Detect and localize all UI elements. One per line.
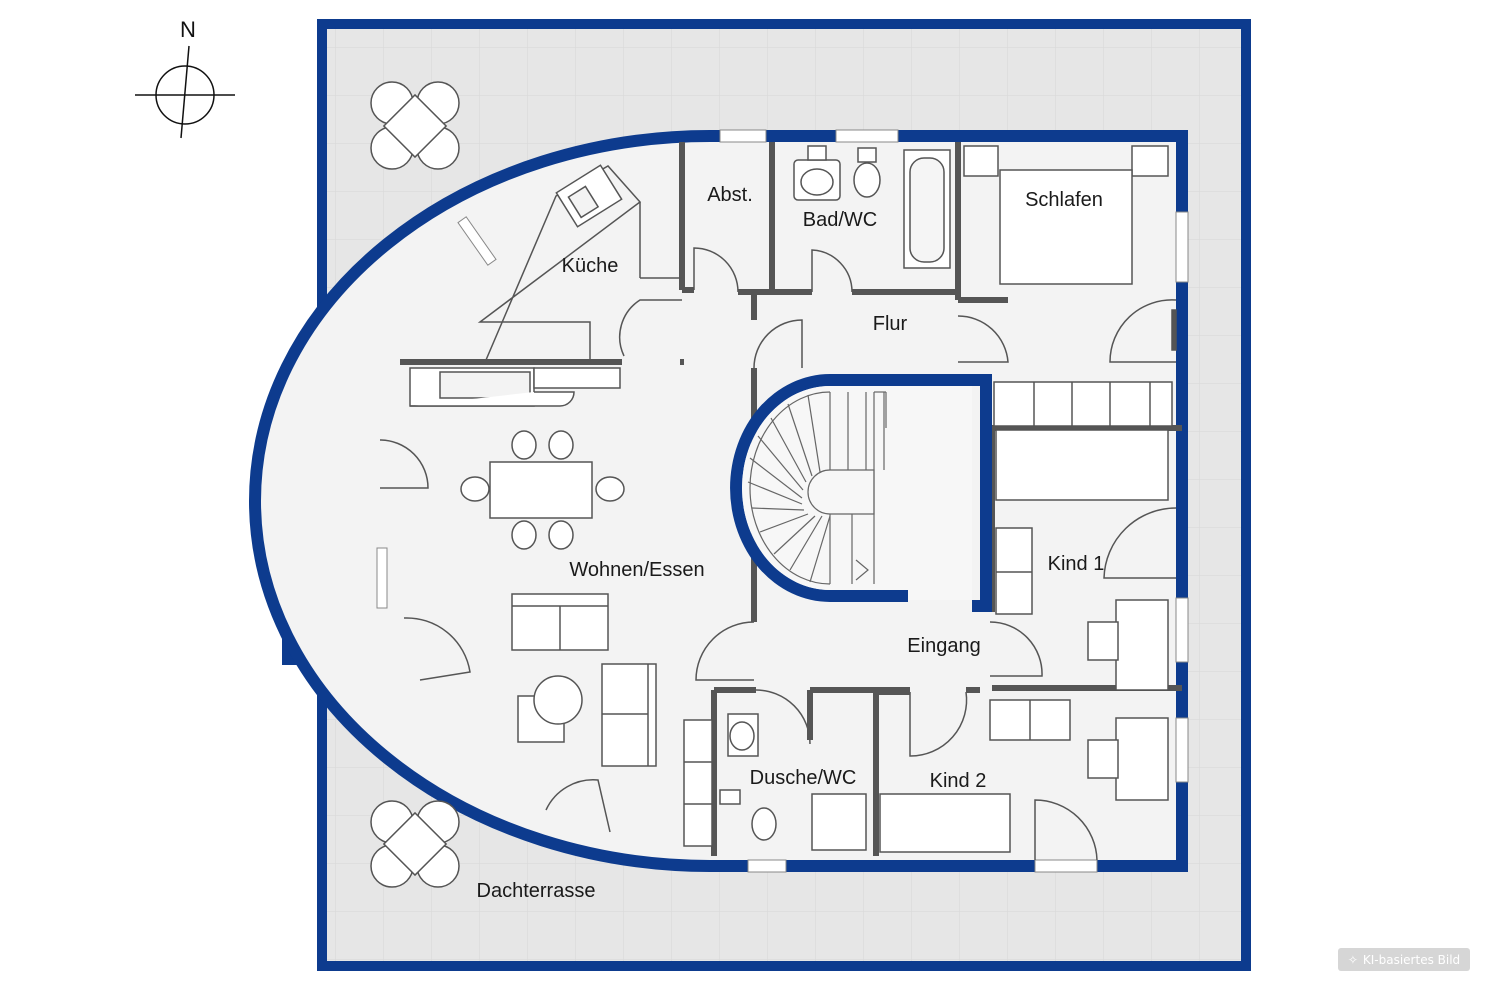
doors [379,247,1177,861]
living-furniture [460,430,713,847]
compass-icon [135,45,235,139]
windows [376,129,1189,873]
ai-image-badge: ✧ KI-basiertes Bild [1338,948,1470,971]
bedroom-furniture [879,145,1177,853]
terrace-furniture-bottom [370,800,460,888]
room-label-kueche: Küche [562,255,619,277]
room-label-kind1: Kind 1 [1048,553,1105,575]
compass-north-label: N [180,17,196,42]
room-label-eingang: Eingang [907,635,980,657]
room-labels: Küche Abst. Bad/WC Schlafen Flur Wohnen/… [477,184,1105,902]
room-label-terrasse: Dachterrasse [477,880,596,902]
ai-image-badge-label: KI-basiertes Bild [1362,952,1461,967]
room-label-abst: Abst. [707,184,753,206]
stair-treads [747,391,887,585]
kitchen [409,164,682,407]
room-label-kind2: Kind 2 [930,770,987,792]
terrace-furniture-top [370,81,460,170]
room-label-schlafen: Schlafen [1025,189,1103,211]
room-label-wohnen: Wohnen/Essen [569,559,704,581]
apartment-floor [255,136,1182,866]
sparkle-icon: ✧ [1347,952,1358,967]
exterior-walls [249,130,1188,872]
room-label-dusche: Dusche/WC [750,767,857,789]
bathroom-fixtures [719,145,951,851]
room-label-bad: Bad/WC [803,209,877,231]
room-label-flur: Flur [873,313,908,335]
